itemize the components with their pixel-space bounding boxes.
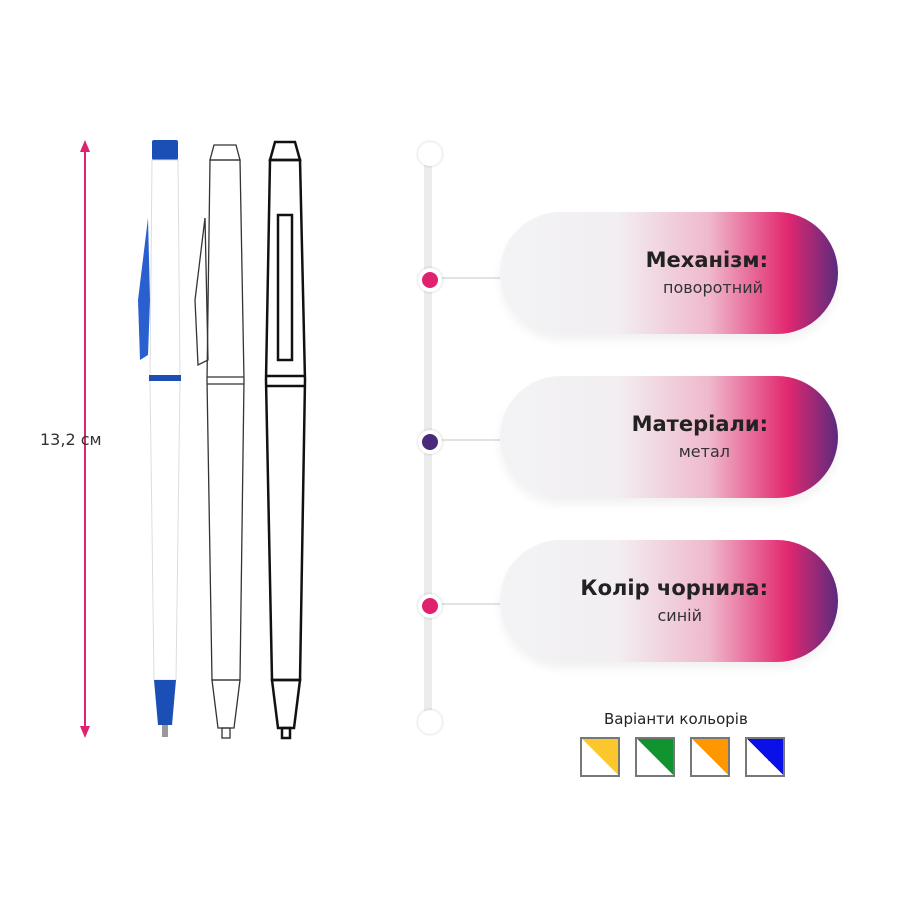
feature-dot <box>418 268 442 292</box>
swatch-green[interactable] <box>635 737 675 777</box>
color-variants-title: Варіанти кольорів <box>604 710 748 728</box>
feature-value: поворотний <box>663 278 763 297</box>
black-outline-pen <box>264 140 307 740</box>
feature-dot <box>418 594 442 618</box>
swatch-yellow[interactable] <box>580 737 620 777</box>
swatch-orange[interactable] <box>690 737 730 777</box>
feature-title: Колір чорнила: <box>580 576 768 600</box>
feature-title: Механізм: <box>645 248 768 272</box>
timeline-start <box>418 142 442 166</box>
timeline-end <box>418 710 442 734</box>
feature-ink-color: Колір чорнила: синій <box>500 540 838 662</box>
swatch-blue[interactable] <box>745 737 785 777</box>
outline-pen <box>194 144 245 739</box>
feature-materials: Матеріали: метал <box>500 376 838 498</box>
white-pen <box>138 140 181 737</box>
feature-title: Матеріали: <box>631 412 768 436</box>
feature-value: метал <box>678 442 730 461</box>
length-label: 13,2 см <box>40 430 102 449</box>
dimension-arrow <box>80 140 90 738</box>
feature-value: синій <box>657 606 703 625</box>
feature-dot <box>418 430 442 454</box>
feature-mechanism: Механізм: поворотний <box>500 212 838 334</box>
